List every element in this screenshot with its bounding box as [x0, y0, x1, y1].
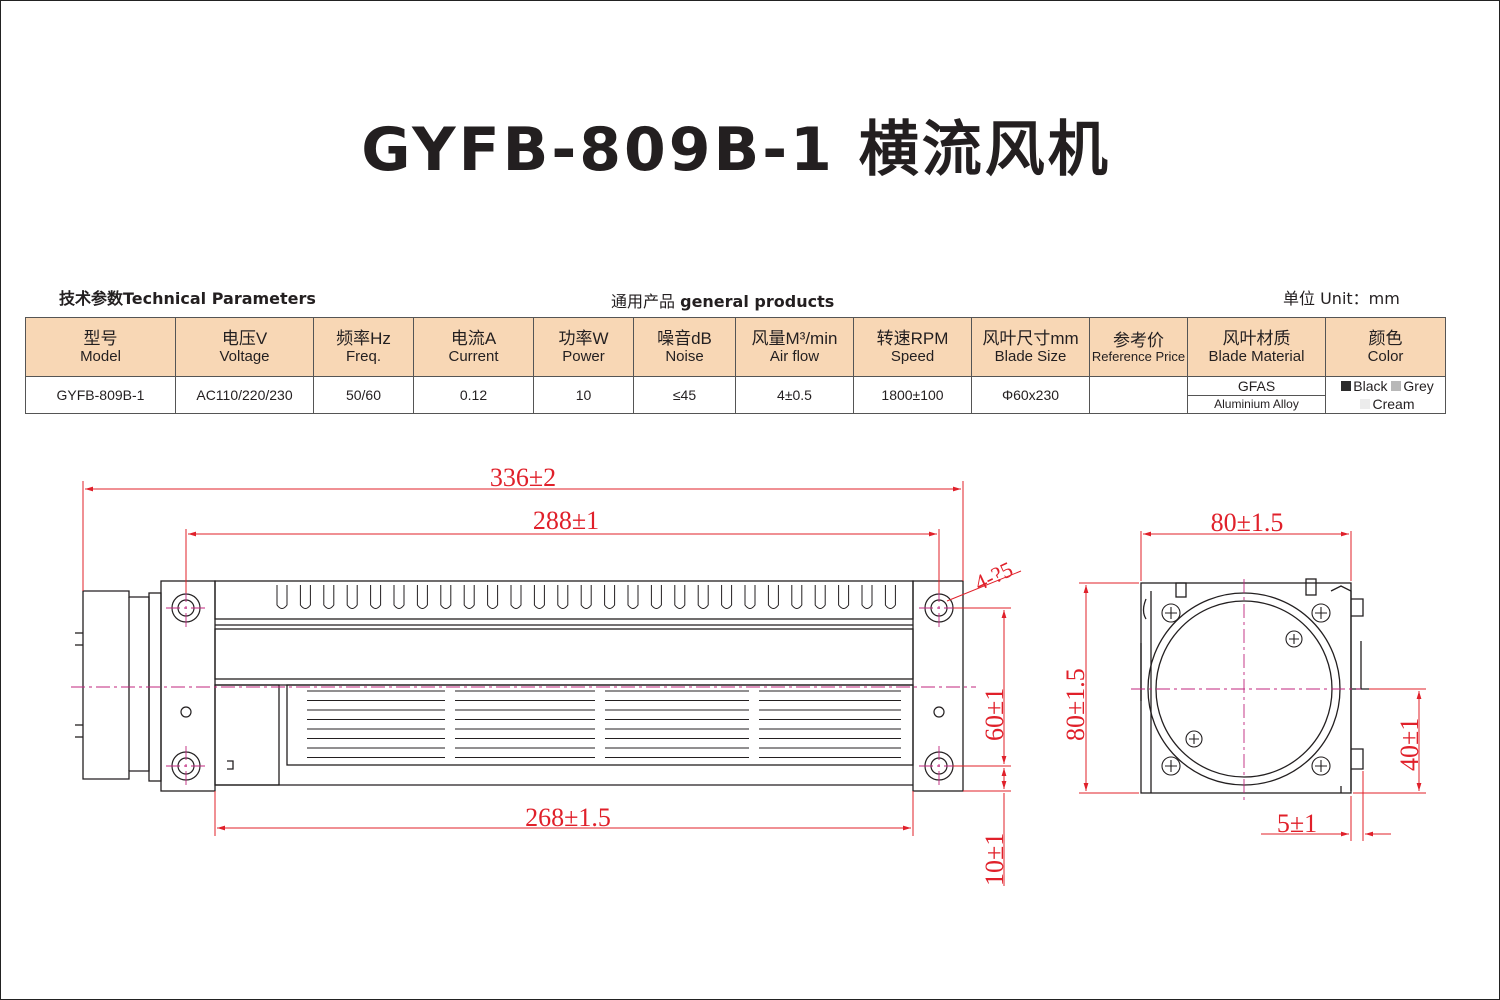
general-products-label: 通用产品 general products [611, 288, 834, 312]
cell-noise: ≤45 [633, 376, 736, 414]
vent-slot [674, 585, 686, 609]
side-frame [1140, 582, 1352, 794]
top-vent-slots [276, 585, 896, 609]
cell-model: GYFB-809B-1 [25, 376, 176, 414]
page-title: GYFB-809B-1 横流风机 [361, 115, 1111, 185]
technical-parameters-label: 技术参数Technical Parameters [59, 289, 316, 308]
technical-drawing: 336±2 288±1 268±1.5 60±1 10±1 4-?5 [71, 463, 1426, 886]
cell-airflow: 4±0.5 [735, 376, 854, 414]
right-side-plate [912, 580, 964, 792]
vent-slot [393, 585, 405, 609]
general-products-en: general products [680, 292, 835, 311]
vent-slot [370, 585, 382, 609]
cell-material: GFAS Aluminium Alloy [1187, 376, 1326, 414]
vent-slot [838, 585, 850, 609]
dim-offset: 10±1 [980, 833, 1009, 886]
vent-slot [767, 585, 779, 609]
dim-body-length: 268±1.5 [525, 803, 611, 832]
vent-slot [861, 585, 873, 609]
vent-slot [697, 585, 709, 609]
cell-voltage: AC110/220/230 [175, 376, 314, 414]
cell-speed: 1800±100 [853, 376, 972, 414]
vent-slot [416, 585, 428, 609]
color-cream: Cream [1360, 396, 1415, 412]
vent-slot [557, 585, 569, 609]
vent-slot [510, 585, 522, 609]
vent-slot [346, 585, 358, 609]
dim-width: 80±1.5 [1211, 508, 1284, 537]
vent-slot [814, 585, 826, 609]
dim-height-right: 80±1.5 [1061, 668, 1090, 741]
cream-swatch-icon [1360, 399, 1371, 409]
cell-power: 10 [533, 376, 634, 414]
color-grey: Grey [1391, 378, 1434, 394]
vent-slot [440, 585, 452, 609]
vent-slot [744, 585, 756, 609]
vent-slot [299, 585, 311, 609]
dim-half-height: 40±1 [1395, 718, 1424, 771]
side-screws [1161, 603, 1331, 776]
dim-overall-length: 336±2 [490, 463, 556, 492]
table-row: GYFB-809B-1 AC110/220/230 50/60 0.12 10 … [25, 376, 1446, 414]
vent-slot [884, 585, 896, 609]
unit-label: 单位 Unit：mm [1283, 289, 1400, 308]
side-view [1140, 578, 1369, 794]
vent-slot [580, 585, 592, 609]
vent-slot [627, 585, 639, 609]
motor-cap-outline [82, 590, 150, 780]
front-view [75, 580, 964, 792]
dim-mount-spacing: 288±1 [533, 506, 599, 535]
material-gfas: GFAS [1188, 378, 1325, 396]
cell-current: 0.12 [413, 376, 534, 414]
left-side-plate [160, 580, 216, 792]
vent-slot [791, 585, 803, 609]
vent-slot [487, 585, 499, 609]
fan-blade-ribs [307, 690, 901, 758]
side-dimensions [1079, 531, 1426, 841]
vent-slot [276, 585, 288, 609]
vent-slot [604, 585, 616, 609]
color-black: Black [1341, 378, 1388, 394]
dim-hole: 4-?5 [971, 556, 1017, 595]
dim-height-left: 60±1 [980, 688, 1009, 741]
cell-blade-size: Φ60x230 [971, 376, 1090, 414]
cell-freq: 50/60 [313, 376, 414, 414]
material-aluminium: Aluminium Alloy [1214, 396, 1299, 411]
dim-flange: 5±1 [1277, 809, 1317, 838]
vent-slot [721, 585, 733, 609]
vent-slot [533, 585, 545, 609]
center-lines [71, 588, 976, 786]
side-center-lines [1131, 579, 1361, 801]
cell-price [1089, 376, 1188, 414]
black-swatch-icon [1341, 381, 1352, 391]
general-products-cn: 通用产品 [611, 292, 676, 311]
grey-swatch-icon [1391, 381, 1402, 391]
front-dimensions [82, 481, 1022, 886]
vent-slot [650, 585, 662, 609]
vent-slot [323, 585, 335, 609]
cell-colors: Black Grey Cream [1325, 376, 1446, 414]
vent-slot [463, 585, 475, 609]
